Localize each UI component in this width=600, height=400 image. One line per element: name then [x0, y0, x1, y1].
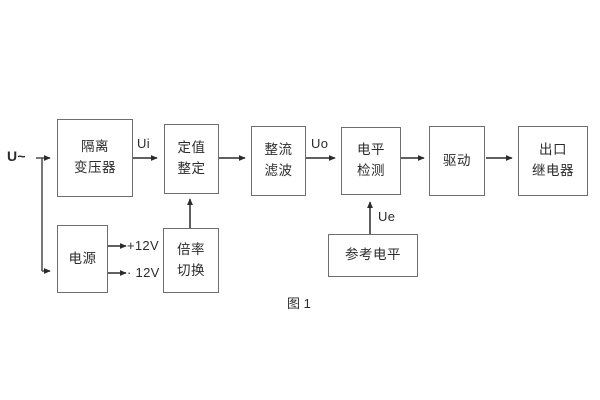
block-line: 切换 [177, 262, 205, 278]
label-rail-negative: · 12V [127, 265, 160, 280]
block-rectify-filter[interactable]: 整流 滤波 [251, 126, 306, 196]
block-line: 倍率 [177, 241, 205, 257]
block-driver[interactable]: 驱动 [429, 126, 485, 196]
block-line: 出口 [539, 142, 567, 158]
block-line: 整定 [177, 161, 206, 176]
block-multiplier-switch[interactable]: 倍率 切换 [163, 228, 219, 293]
block-line: 滤波 [264, 163, 293, 178]
block-isolation-transformer[interactable]: 隔离 变压器 [57, 119, 133, 197]
block-line: 继电器 [532, 163, 574, 178]
block-line: 整流 [264, 142, 293, 158]
block-line: 隔离 [81, 139, 109, 155]
block-line: 驱动 [443, 152, 471, 168]
block-line: 变压器 [74, 160, 116, 175]
block-line: 电源 [68, 250, 97, 266]
figure-caption: 图 1 [287, 296, 311, 311]
block-output-relay[interactable]: 出口 继电器 [518, 126, 588, 196]
block-line: 检测 [357, 163, 385, 178]
wire-input-bus [36, 155, 51, 274]
block-power-supply[interactable]: 电源 [57, 225, 108, 293]
block-line: 电平 [357, 142, 385, 158]
block-setting-value[interactable]: 定值 整定 [164, 124, 219, 194]
label-ue: Ue [378, 209, 396, 224]
label-ui: Ui [137, 136, 150, 151]
block-level-detect[interactable]: 电平 检测 [341, 127, 401, 195]
block-line: 参考电平 [345, 247, 401, 263]
label-rail-positive: +12V [127, 238, 159, 253]
label-uo: Uo [311, 136, 329, 151]
label-input-source: U~ [7, 148, 26, 164]
block-reference-level[interactable]: 参考电平 [328, 234, 418, 277]
block-line: 定值 [177, 140, 206, 156]
